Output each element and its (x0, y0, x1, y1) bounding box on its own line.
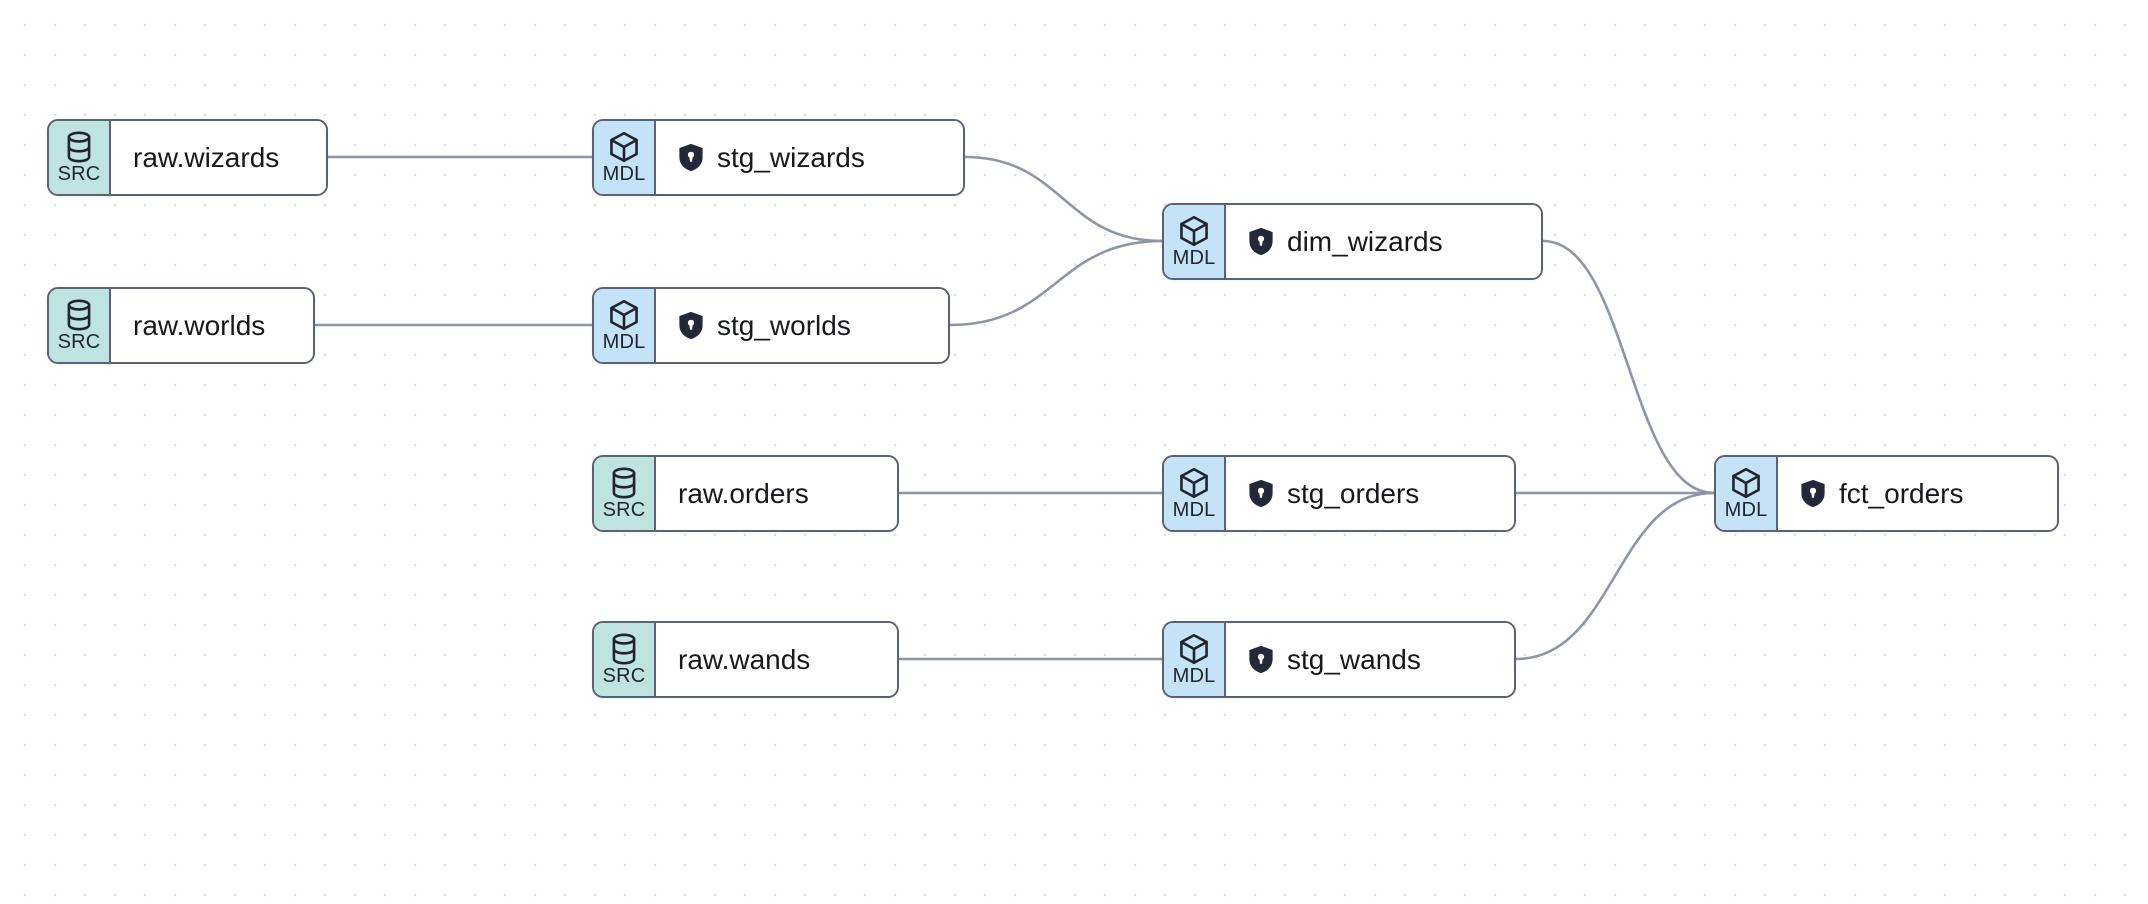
node-type-label: MDL (1724, 499, 1768, 521)
database-icon (612, 633, 636, 665)
node-type-badge-raw_orders: SRC (594, 457, 656, 530)
database-icon (612, 467, 636, 499)
database-icon (67, 131, 91, 163)
node-body-stg_wizards: stg_wizards (656, 121, 963, 194)
node-type-label: SRC (57, 331, 101, 353)
lock-shield-icon (1249, 227, 1273, 256)
edge-stg_worlds-to-dim_wizards[interactable] (948, 239, 1164, 327)
node-type-badge-dim_wizards: MDL (1164, 205, 1226, 278)
node-type-label: MDL (1172, 665, 1216, 687)
lock-shield-icon (1801, 479, 1825, 508)
edge-stg_wizards-to-dim_wizards[interactable] (963, 155, 1164, 243)
node-type-label: MDL (602, 163, 646, 185)
lock-shield-icon (679, 143, 703, 172)
node-type-label: MDL (1172, 499, 1216, 521)
node-body-raw_wands: raw.wands (656, 623, 897, 696)
node-body-raw_wizards: raw.wizards (111, 121, 326, 194)
cube-icon (1180, 633, 1208, 665)
node-type-badge-raw_worlds: SRC (49, 289, 111, 362)
node-raw_wands[interactable]: SRC raw.wands (592, 621, 899, 698)
node-body-fct_orders: fct_orders (1778, 457, 2057, 530)
node-label: stg_orders (1287, 477, 1420, 509)
database-icon (67, 299, 91, 331)
cube-icon (610, 131, 638, 163)
node-body-dim_wizards: dim_wizards (1226, 205, 1541, 278)
node-label: raw.wizards (133, 141, 280, 173)
node-label: fct_orders (1839, 477, 1964, 509)
cube-icon (1180, 467, 1208, 499)
node-type-label: SRC (602, 665, 646, 687)
node-type-label: MDL (1172, 247, 1216, 269)
node-body-stg_wands: stg_wands (1226, 623, 1514, 696)
node-raw_worlds[interactable]: SRC raw.worlds (47, 287, 315, 364)
node-label: stg_wands (1287, 643, 1421, 675)
node-type-badge-stg_wands: MDL (1164, 623, 1226, 696)
node-type-badge-stg_worlds: MDL (594, 289, 656, 362)
node-type-badge-stg_wizards: MDL (594, 121, 656, 194)
lock-shield-icon (1249, 645, 1273, 674)
edge-stg_wands-to-fct_orders[interactable] (1514, 491, 1716, 661)
node-body-raw_worlds: raw.worlds (111, 289, 313, 362)
node-stg_wizards[interactable]: MDL stg_wizards (592, 119, 965, 196)
node-type-label: SRC (57, 163, 101, 185)
node-raw_wizards[interactable]: SRC raw.wizards (47, 119, 328, 196)
node-raw_orders[interactable]: SRC raw.orders (592, 455, 899, 532)
lock-shield-icon (1249, 479, 1273, 508)
node-type-label: MDL (602, 331, 646, 353)
node-dim_wizards[interactable]: MDL dim_wizards (1162, 203, 1543, 280)
node-body-stg_worlds: stg_worlds (656, 289, 948, 362)
cube-icon (1732, 467, 1760, 499)
node-body-stg_orders: stg_orders (1226, 457, 1514, 530)
node-stg_worlds[interactable]: MDL stg_worlds (592, 287, 950, 364)
lock-shield-icon (679, 311, 703, 340)
node-label: dim_wizards (1287, 225, 1443, 257)
node-label: raw.wands (678, 643, 811, 675)
node-stg_orders[interactable]: MDL stg_orders (1162, 455, 1516, 532)
node-label: raw.worlds (133, 309, 266, 341)
cube-icon (610, 299, 638, 331)
node-type-badge-raw_wands: SRC (594, 623, 656, 696)
node-body-raw_orders: raw.orders (656, 457, 897, 530)
cube-icon (1180, 215, 1208, 247)
node-type-badge-stg_orders: MDL (1164, 457, 1226, 530)
node-type-badge-fct_orders: MDL (1716, 457, 1778, 530)
node-label: stg_wizards (717, 141, 865, 173)
edge-dim_wizards-to-fct_orders[interactable] (1541, 239, 1716, 495)
node-label: raw.orders (678, 477, 809, 509)
node-label: stg_worlds (717, 309, 851, 341)
node-fct_orders[interactable]: MDL fct_orders (1714, 455, 2059, 532)
node-type-badge-raw_wizards: SRC (49, 121, 111, 194)
node-stg_wands[interactable]: MDL stg_wands (1162, 621, 1516, 698)
node-type-label: SRC (602, 499, 646, 521)
